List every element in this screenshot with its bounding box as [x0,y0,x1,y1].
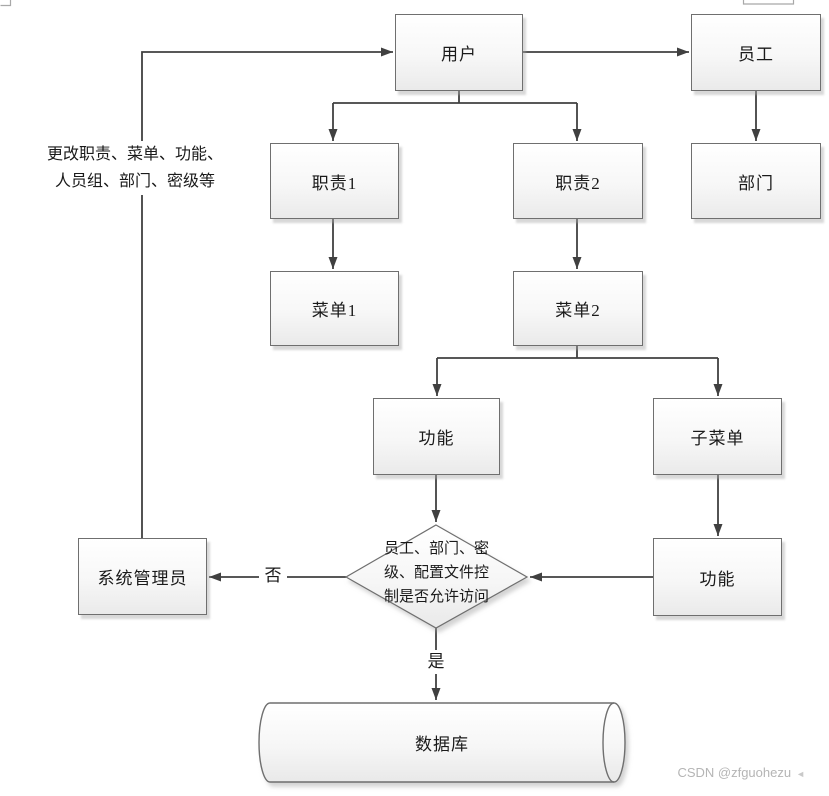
edge-label-yes: 是 [422,650,450,674]
decision-label-line2: 级、配置文件控 [383,565,489,581]
node-menu2-label: 菜单2 [555,301,601,320]
watermark-mark-icon: ◄ [796,769,805,779]
node-submenu: 子菜单 [653,398,782,475]
node-user: 用户 [395,14,523,91]
decision-label: 员工、部门、密 级、配置文件控 制是否允许访问 [371,537,502,609]
node-database-label: 数据库 [415,735,469,754]
edge-user-branch [333,91,577,104]
database-cylinder-shape [258,702,626,783]
node-duty1: 职责1 [270,143,399,219]
edge-menu2-branch [437,346,718,359]
node-admin: 系统管理员 [78,538,207,615]
node-submenu-label: 子菜单 [690,429,745,448]
node-function2-label: 功能 [699,569,736,589]
node-department: 部门 [691,143,821,219]
node-duty1-label: 职责1 [311,173,358,193]
node-user-label: 用户 [441,45,477,64]
edge-admin-feedback-to-user [141,47,393,538]
node-function2: 功能 [653,538,782,616]
decision-label-line3: 制是否允许访问 [383,589,489,605]
node-menu1: 菜单1 [270,271,399,346]
watermark: CSDN @zfguohezu ◄ [640,765,805,780]
decision-label-line1: 员工、部门、密 [383,541,489,557]
node-menu2: 菜单2 [513,271,643,346]
node-duty2-label: 职责2 [555,173,601,193]
page-corner-mark-left [0,0,12,7]
decision-diamond-shape [344,524,529,629]
node-employee: 员工 [691,14,821,91]
feedback-note: 更改职责、菜单、功能、 人员组、部门、密级等 [10,141,260,195]
feedback-note-line2: 人员组、部门、密级等 [54,173,215,190]
node-admin-label: 系统管理员 [97,569,188,588]
node-duty2: 职责2 [513,143,643,219]
node-department-label: 部门 [738,173,774,193]
node-employee-label: 员工 [738,45,774,64]
edge-label-no: 否 [259,564,287,588]
node-function1-label: 功能 [418,429,455,448]
watermark-text: CSDN @zfguohezu [677,765,792,780]
node-function1: 功能 [373,398,500,475]
node-menu1-label: 菜单1 [311,301,358,320]
feedback-note-line1: 更改职责、菜单、功能、 [46,146,223,163]
page-corner-mark-right [742,0,795,5]
